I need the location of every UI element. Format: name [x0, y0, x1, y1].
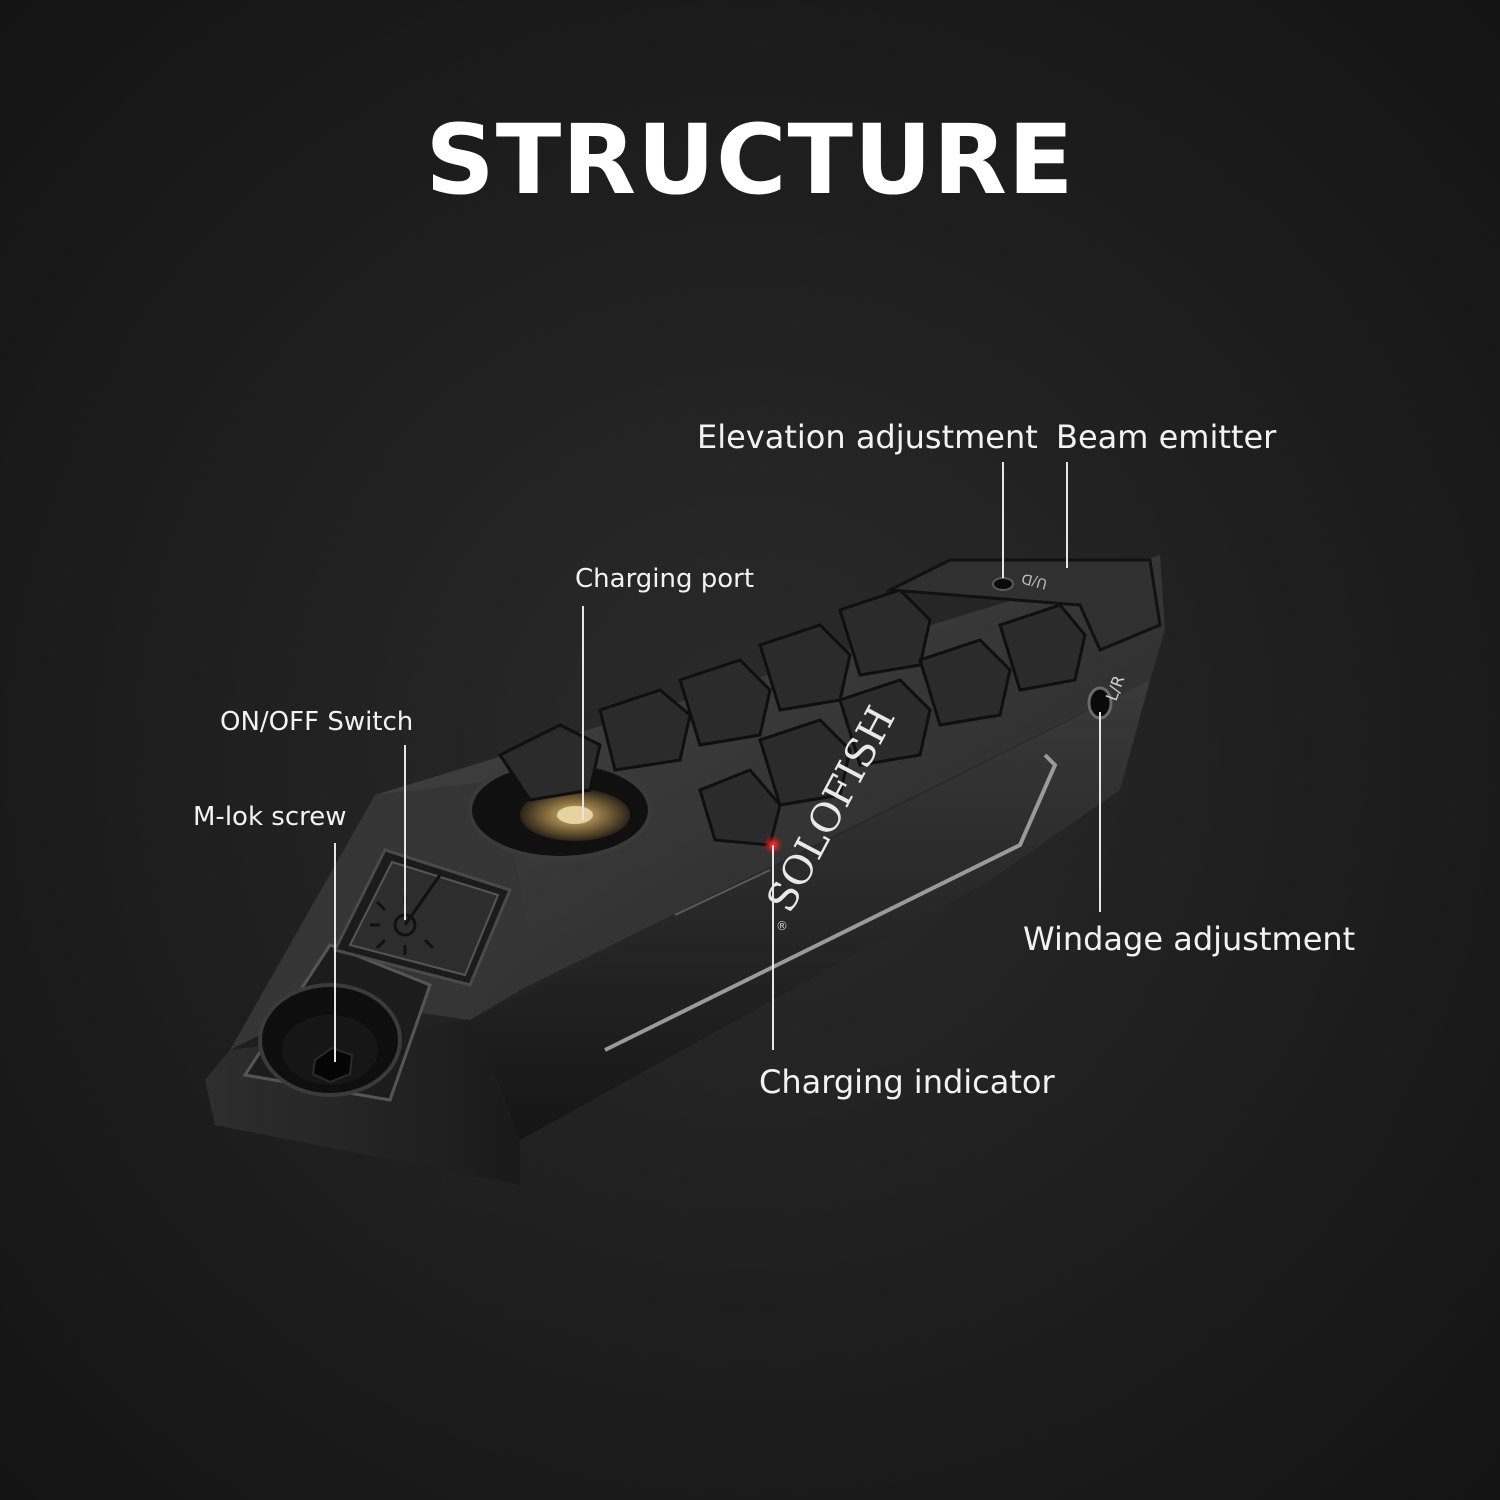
elevation-adjuster [992, 577, 1014, 591]
registered-mark: ® [776, 919, 788, 933]
callout-on-off-switch: ON/OFF Switch [220, 707, 414, 737]
page-title: STRUCTURE [425, 104, 1075, 216]
rear-top-block [884, 558, 1162, 652]
hex-socket [311, 1046, 354, 1084]
callout-m-lok-screw: M-lok screw [193, 802, 347, 832]
switch-pad [348, 860, 500, 977]
callout-beam-emitter: Beam emitter [1056, 418, 1277, 456]
leader-lines [334, 462, 1101, 1062]
mount-foot [440, 1170, 525, 1225]
callout-windage-adjustment: Windage adjustment [1023, 920, 1356, 958]
side-trim-line [604, 753, 1058, 1052]
callout-charging-port: Charging port [575, 564, 755, 594]
elevation-marking: U/D [1020, 569, 1049, 591]
body-side-lower [470, 680, 1150, 1140]
callout-elevation-adjustment: Elevation adjustment [697, 418, 1038, 456]
rail-ridges [497, 588, 1087, 847]
callout-charging-indicator: Charging indicator [759, 1063, 1055, 1101]
